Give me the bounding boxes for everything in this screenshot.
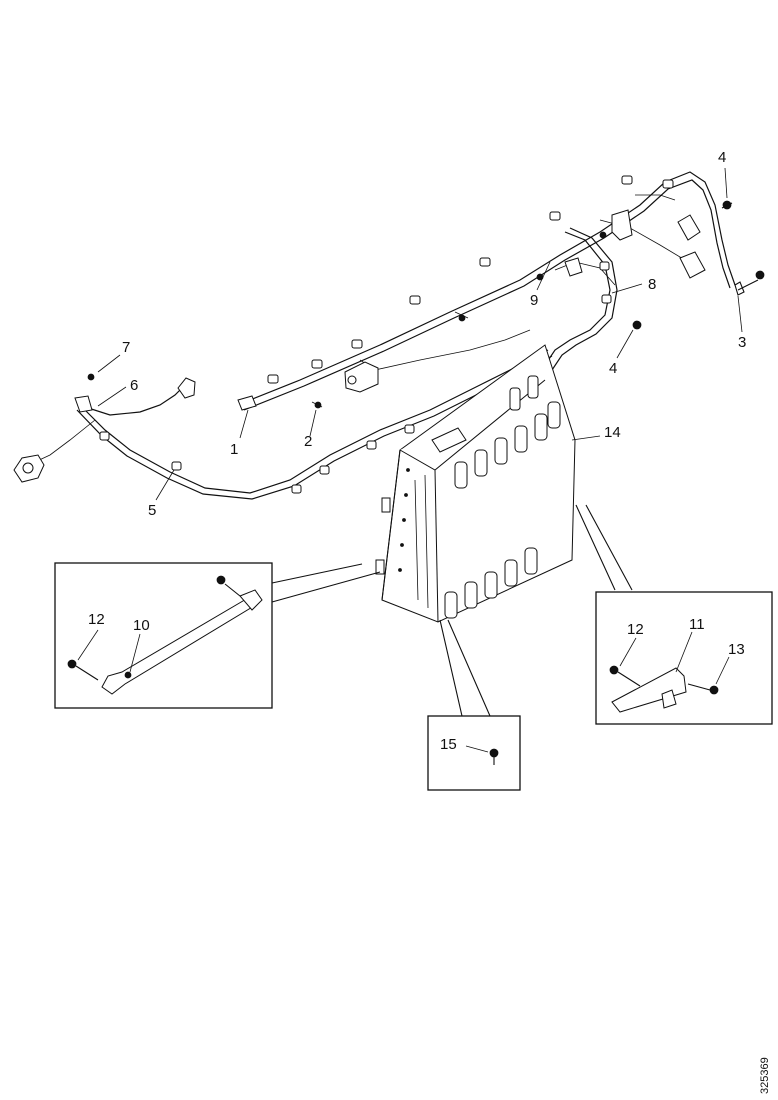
leader-lines	[77, 167, 743, 753]
inset-bolt-15	[427, 619, 521, 791]
callout-12-left: 12	[88, 611, 105, 628]
control-module	[375, 344, 576, 623]
callout-13: 13	[728, 641, 745, 658]
wiring-harness	[13, 171, 765, 546]
callout-1: 1	[230, 441, 238, 458]
callout-4-top: 4	[718, 149, 726, 166]
callout-2: 2	[304, 433, 312, 450]
callout-3: 3	[738, 334, 746, 351]
callout-11: 11	[689, 616, 705, 633]
callout-14: 14	[604, 424, 621, 441]
inset-bracket-10	[54, 562, 381, 709]
callout-12-right: 12	[627, 621, 644, 638]
callout-7: 7	[122, 339, 130, 356]
callout-5: 5	[148, 502, 156, 519]
callout-4-mid: 4	[609, 360, 617, 377]
callout-labels: 1 2 3 4 4 5 6 7 8 9 10 11 12 12 13 14 15	[88, 149, 746, 753]
callout-6: 6	[130, 377, 138, 394]
inset-bracket-11	[575, 504, 773, 725]
callout-10: 10	[133, 617, 150, 634]
callout-9: 9	[530, 292, 538, 309]
reference-number: 325369	[759, 1057, 771, 1094]
callout-15: 15	[440, 736, 457, 753]
callout-8: 8	[648, 276, 656, 293]
